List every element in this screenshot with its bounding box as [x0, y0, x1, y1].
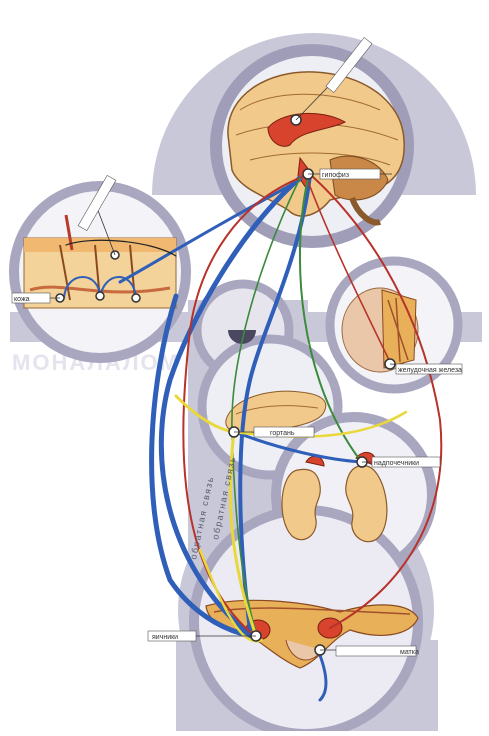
label-adrenal: надпочечники	[374, 460, 419, 467]
label-uterus: матка	[400, 649, 419, 656]
stomach-illustration	[342, 288, 418, 372]
label-stomach-gland: желудочная железа	[398, 367, 462, 374]
label-pancreas: гортань	[270, 430, 295, 437]
label-skin: кожа	[14, 296, 30, 303]
label-hypophysis: гипофиз	[322, 172, 349, 179]
label-gonads: яичники	[152, 634, 178, 641]
